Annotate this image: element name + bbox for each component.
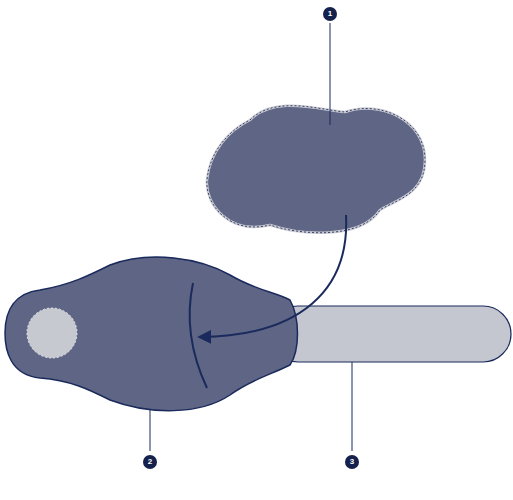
placement-arrow <box>200 215 346 337</box>
leader-line <box>330 23 331 125</box>
callout-number: 1 <box>323 7 337 21</box>
fold-line <box>190 283 207 388</box>
pad-outline <box>207 106 425 233</box>
callout-number: 2 <box>143 455 157 469</box>
pad-shape <box>207 106 425 233</box>
bar <box>270 306 511 362</box>
callout-number: 3 <box>345 455 359 469</box>
leader-line <box>150 410 151 451</box>
hole <box>27 308 77 358</box>
leader-line <box>352 362 353 451</box>
base-shape <box>5 257 298 411</box>
